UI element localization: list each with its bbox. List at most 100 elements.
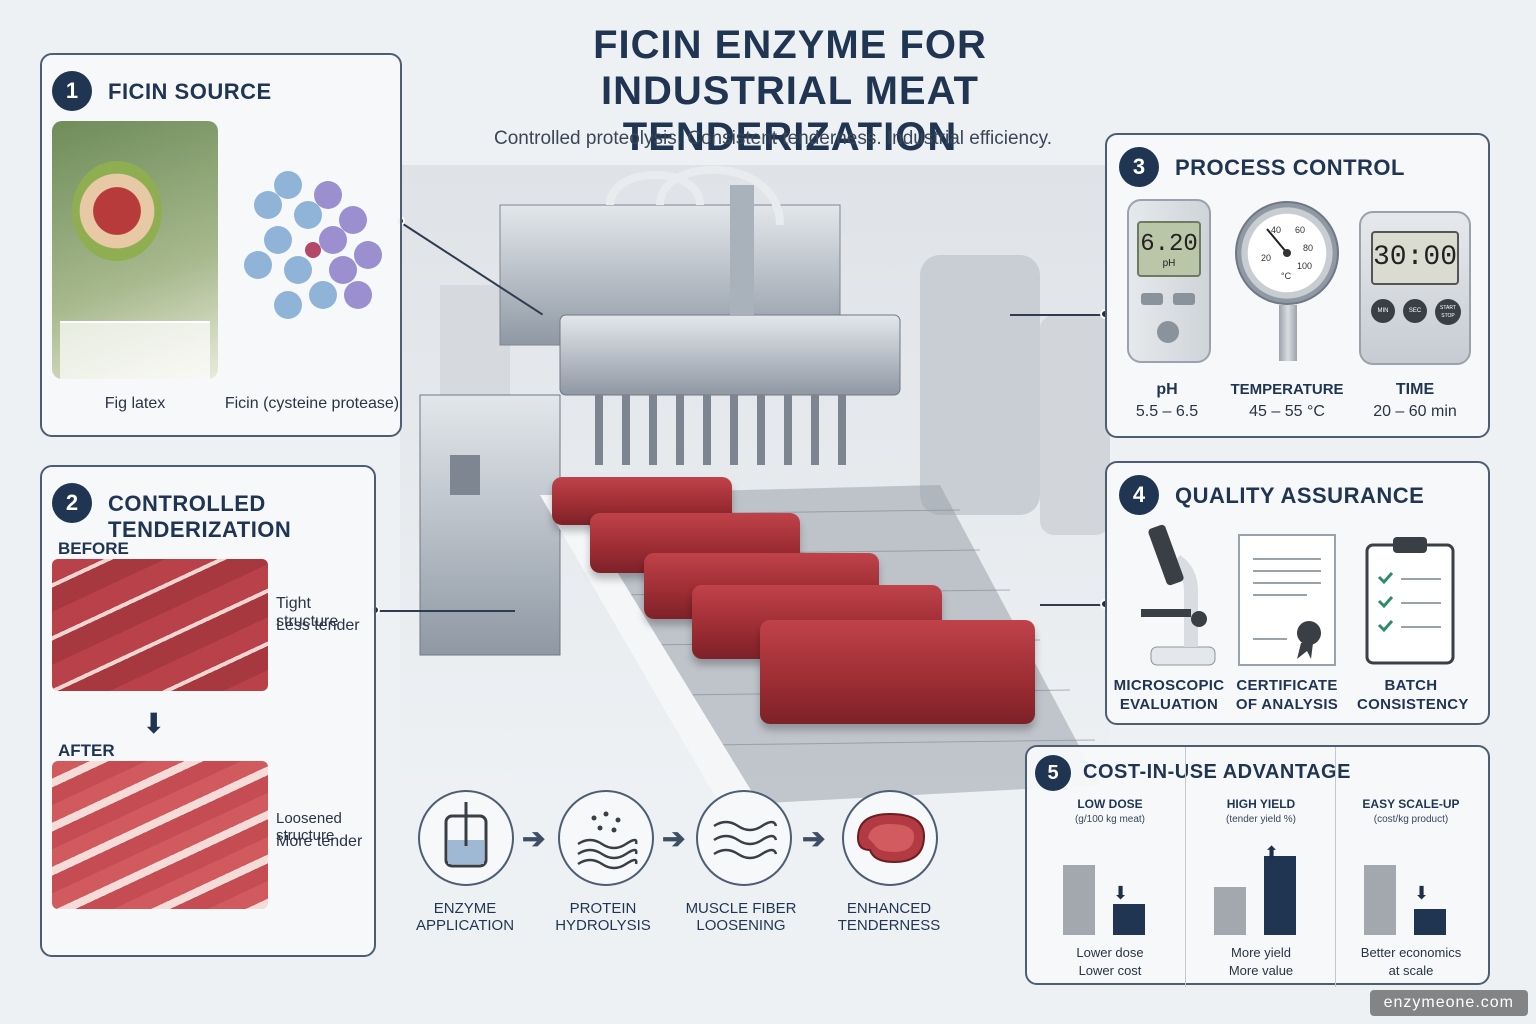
page-title: FICIN ENZYME FOR INDUSTRIAL MEAT TENDERI… xyxy=(440,22,1140,160)
after-label: AFTER xyxy=(58,741,115,760)
cost-bar-baseline xyxy=(1214,887,1246,935)
ficin-molecule-icon xyxy=(244,171,382,319)
panel3-title: PROCESS CONTROL xyxy=(1175,155,1405,180)
connector-panel3 xyxy=(1010,314,1106,316)
param-temp-value: 45 – 55 °C xyxy=(1249,403,1325,420)
fig-latex-image xyxy=(52,121,218,379)
certificate-icon xyxy=(1238,534,1336,666)
timer-button-sec[interactable]: SEC xyxy=(1403,299,1427,323)
timer-icon: 30:00 MIN SEC START STOP xyxy=(1359,211,1471,365)
title-line-1: FICIN ENZYME FOR xyxy=(593,23,987,67)
panel-quality-assurance: 4 QUALITY ASSURANCE MICROSCOPIC EVALUATI… xyxy=(1105,461,1490,725)
ph-button-1[interactable] xyxy=(1141,293,1163,305)
ph-button-2[interactable] xyxy=(1173,293,1195,305)
hydrolysis-icon xyxy=(577,811,638,870)
cost-bar-baseline xyxy=(1364,865,1396,935)
flow-protein-hydrolysis xyxy=(558,790,654,886)
arrow-up-icon: ⬆ xyxy=(1264,843,1280,863)
arrow-down-icon: ⬇ xyxy=(1414,883,1430,903)
caption-fig-latex: Fig latex xyxy=(104,395,166,412)
cost-column-sub: (g/100 kg meat) xyxy=(1074,814,1146,825)
cost-note-1: Lower dose xyxy=(1076,945,1144,960)
panel5-title: COST-IN-USE ADVANTAGE xyxy=(1083,761,1351,783)
cost-column-head: EASY SCALE-UP xyxy=(1362,797,1460,811)
timer-button-min[interactable]: MIN xyxy=(1371,299,1395,323)
cost-bar-ficin xyxy=(1113,904,1145,935)
cost-note-2: More value xyxy=(1228,963,1294,978)
cost-note-2: Lower cost xyxy=(1078,963,1142,978)
flow-muscle-fiber-loosening xyxy=(696,790,792,886)
cost-column-sub: (cost/kg product) xyxy=(1373,814,1449,825)
flow-enzyme-application xyxy=(418,790,514,886)
panel-process-control: 3 PROCESS CONTROL 6.20 pH 20 40 60 80 10… xyxy=(1105,133,1490,438)
down-arrow-icon: ⬇ xyxy=(142,708,166,739)
latex-glass-icon xyxy=(60,321,210,379)
param-ph-value: 5.5 – 6.5 xyxy=(1135,403,1199,420)
connector-panel2 xyxy=(375,610,515,612)
temperature-gauge-icon: 20 40 60 80 100 °C xyxy=(1235,201,1339,305)
flask-icon xyxy=(444,802,488,868)
param-ph-name: pH xyxy=(1156,381,1178,398)
fiber-waves-icon xyxy=(713,820,778,860)
cost-note-2: at scale xyxy=(1388,963,1434,978)
qa-item-2-line1: CERTIFICATE xyxy=(1236,677,1338,694)
steak-icon xyxy=(856,812,926,864)
cost-bar-ficin xyxy=(1264,856,1296,935)
gauge-unit: °C xyxy=(1281,271,1292,281)
qa-item-3-line2: CONSISTENCY xyxy=(1357,696,1469,713)
before-note-2: Less tender xyxy=(276,617,360,634)
panel3-number-badge: 3 xyxy=(1119,147,1159,187)
before-label: BEFORE xyxy=(58,539,129,558)
panel1-title: FICIN SOURCE xyxy=(108,79,272,104)
gauge-tick-60: 60 xyxy=(1295,225,1305,235)
gauge-needle-svg: 20 40 60 80 100 °C xyxy=(1261,225,1313,281)
panel4-title: QUALITY ASSURANCE xyxy=(1175,483,1425,508)
fig-fruit-icon xyxy=(72,161,162,261)
page-subtitle: Controlled proteolysis. Consistent tende… xyxy=(494,128,1052,149)
flow-arrow-2: ➔ xyxy=(662,823,686,854)
cost-bar-baseline xyxy=(1063,865,1095,935)
flow-enhanced-tenderness xyxy=(842,790,938,886)
cost-bar-ficin xyxy=(1414,909,1446,935)
panel-cost-in-use: 5 COST-IN-USE ADVANTAGE LOW DOSE(g/100 k… xyxy=(1025,745,1490,987)
microscope-icon xyxy=(1141,524,1216,666)
cost-column-head: HIGH YIELD xyxy=(1226,797,1296,811)
after-note-1: Loosened structure xyxy=(276,810,342,844)
ph-button-round[interactable] xyxy=(1157,321,1179,343)
qa-item-2-line2: OF ANALYSIS xyxy=(1235,696,1339,713)
gauge-tick-20: 20 xyxy=(1261,253,1271,263)
injector-machine-scene xyxy=(400,165,1110,805)
after-note-2: More tender xyxy=(276,833,363,850)
param-time-name: TIME xyxy=(1395,381,1435,398)
connector-panel4 xyxy=(1040,604,1106,606)
meat-slab-5 xyxy=(760,620,1035,724)
panel1-number-badge: 1 xyxy=(52,71,92,111)
timer-display: 30:00 xyxy=(1371,231,1459,285)
timer-button-start[interactable]: START STOP xyxy=(1435,299,1461,325)
arrow-down-icon: ⬇ xyxy=(1113,883,1129,903)
panel2-number-badge: 2 xyxy=(52,483,92,523)
param-time-value: 20 – 60 min xyxy=(1373,403,1457,420)
panel4-number-badge: 4 xyxy=(1119,475,1159,515)
flow-arrow-3: ➔ xyxy=(802,823,826,854)
gauge-tick-100: 100 xyxy=(1297,261,1312,271)
gauge-tick-80: 80 xyxy=(1303,243,1313,253)
cost-column-3: EASY SCALE-UP (cost/kg product) ⬇ Better ec… xyxy=(1335,747,1485,987)
gauge-tick-40: 40 xyxy=(1271,225,1281,235)
qa-item-1-line1: MICROSCOPIC xyxy=(1113,677,1225,694)
cost-note-1: More yield xyxy=(1231,945,1291,960)
cost-column-sub: (tender yield %) xyxy=(1225,814,1297,825)
panel2-title: CONTROLLED TENDERIZATION xyxy=(108,491,292,542)
caption-ficin: Ficin (cysteine protease) xyxy=(224,395,400,412)
before-note-1: Tight structure xyxy=(276,595,339,630)
title-line-2: INDUSTRIAL MEAT TENDERIZATION xyxy=(601,69,979,159)
cost-note-1: Better economics xyxy=(1360,945,1462,960)
ph-meter-icon: 6.20 pH xyxy=(1127,199,1211,363)
after-meat-image xyxy=(52,761,268,909)
qa-item-1-line2: EVALUATION xyxy=(1119,696,1219,713)
